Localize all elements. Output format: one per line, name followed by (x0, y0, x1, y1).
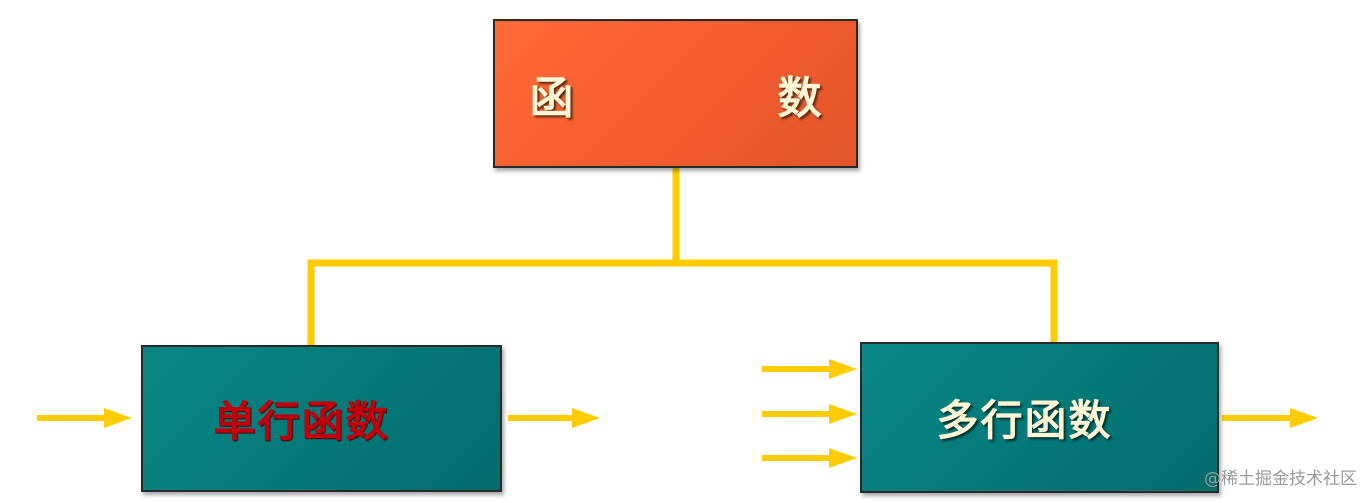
child-node-multi-row-functions: 多行函数 (860, 342, 1219, 493)
watermark: @稀土掘金技术社区 (1204, 469, 1357, 489)
multi-row-functions-label: 多行函数 (936, 396, 1113, 445)
single-row-functions-label: 单行函数 (213, 397, 390, 446)
arrow-right-input-3 (762, 448, 857, 468)
arrow-left-output (508, 408, 600, 428)
root-node-functions: 函 数 (493, 19, 858, 168)
tree-connector (307, 164, 1058, 349)
child-node-single-row-functions: 单行函数 (141, 345, 502, 492)
arrow-right-input-2 (762, 404, 857, 424)
arrow-right-input-1 (762, 359, 857, 379)
arrow-right-output (1222, 408, 1318, 428)
arrow-left-input (37, 408, 132, 428)
root-node-label: 函 数 (529, 72, 902, 124)
